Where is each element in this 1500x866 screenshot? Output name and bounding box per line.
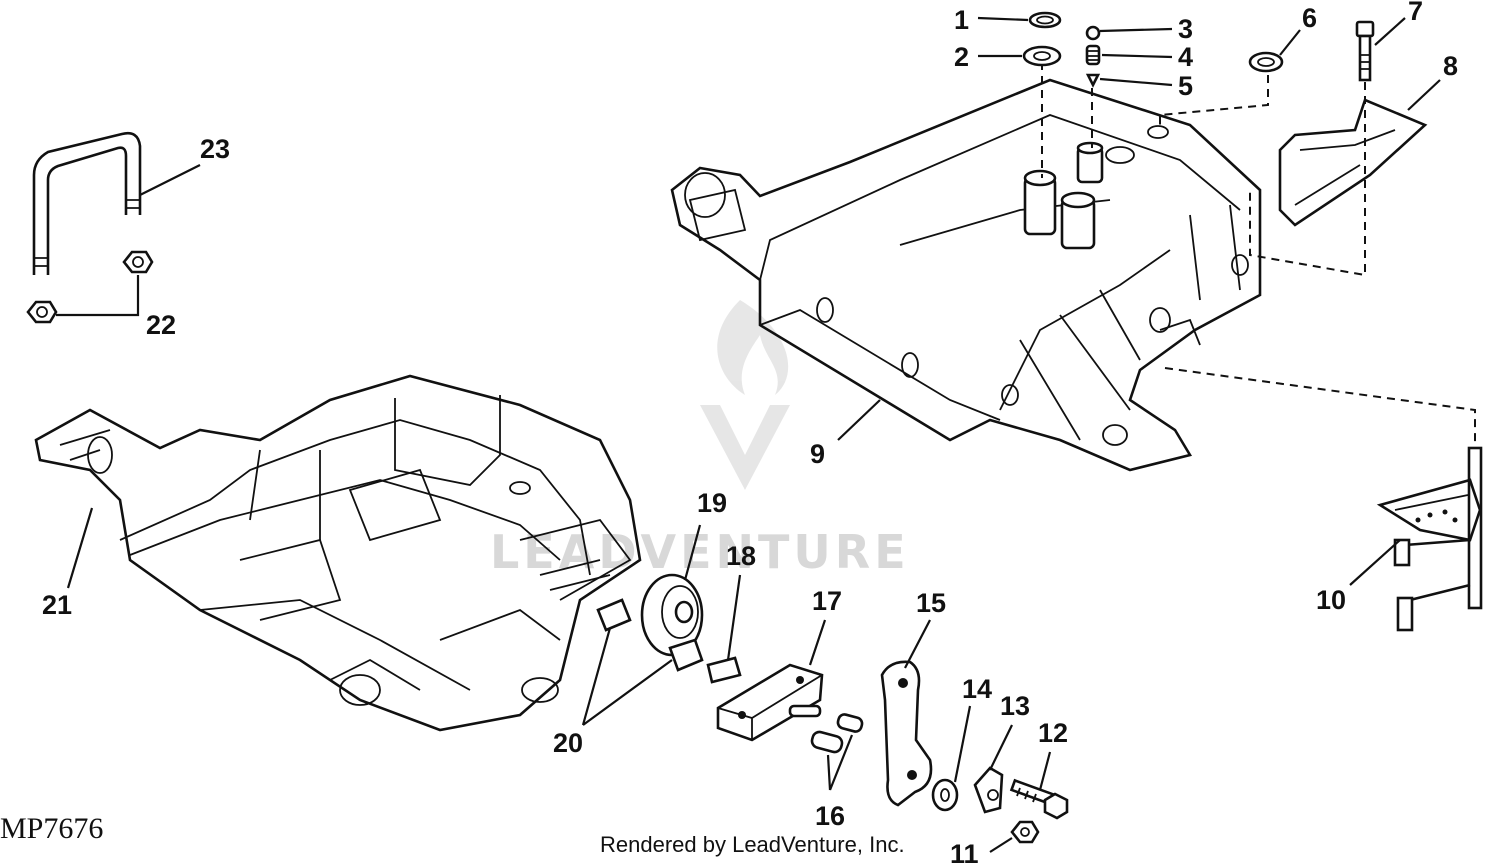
figure-id: MP7676	[0, 812, 103, 845]
part-label-2: 2	[954, 42, 969, 72]
part-23-u-bolt	[32, 131, 142, 275]
part-label-7: 7	[1408, 0, 1423, 26]
leader-lines	[56, 16, 1441, 853]
part-12-bolt	[1009, 778, 1069, 820]
part-18-pad	[706, 656, 742, 684]
part-10-shaft-quadrant	[1376, 446, 1483, 632]
watermark: LEADVENTURE	[490, 300, 906, 579]
part-label-14: 14	[962, 674, 992, 704]
part-label-20: 20	[553, 728, 583, 758]
part-label-15: 15	[916, 588, 946, 618]
part-5-pin	[1085, 73, 1101, 88]
part-21-lower-frame	[34, 374, 642, 732]
part-19-pulley	[640, 573, 704, 657]
part-8-bracket	[1278, 98, 1428, 227]
credit-text: Rendered by LeadVenture, Inc.	[600, 832, 905, 857]
part-22-nut	[26, 250, 154, 324]
part-11-nut	[1010, 820, 1040, 844]
part-label-22: 22	[146, 310, 176, 340]
part-label-5: 5	[1178, 71, 1193, 101]
part-label-11: 11	[950, 839, 979, 866]
part-labels: 1 2 3 4 5 6 7 8 9 10 11 12 13 14 15 16 1…	[42, 0, 1458, 866]
part-4-spring	[1085, 44, 1101, 66]
part-20-gasket	[596, 598, 704, 672]
part-7-bolt	[1355, 20, 1375, 82]
part-15-lever	[880, 660, 933, 807]
part-label-9: 9	[810, 439, 825, 469]
part-2-washer	[1022, 45, 1062, 67]
part-label-10: 10	[1316, 585, 1346, 615]
watermark-logo-icon	[700, 300, 790, 490]
part-17-block	[716, 663, 824, 742]
part-label-19: 19	[697, 488, 727, 518]
part-9-upper-housing	[670, 78, 1262, 472]
part-label-23: 23	[200, 134, 230, 164]
part-16-pin	[810, 713, 864, 754]
part-label-8: 8	[1443, 51, 1458, 81]
assembly-lines	[1041, 62, 1476, 448]
part-label-4: 4	[1178, 42, 1193, 72]
part-label-3: 3	[1178, 14, 1193, 44]
part-6-seal	[1248, 51, 1284, 73]
part-label-1: 1	[954, 5, 969, 35]
part-14-washer	[931, 778, 959, 812]
part-label-18: 18	[726, 541, 756, 571]
part-label-21: 21	[42, 590, 72, 620]
part-13-clip	[973, 766, 1004, 814]
part-label-13: 13	[1000, 691, 1030, 721]
part-label-17: 17	[812, 586, 842, 616]
part-3-ball	[1085, 25, 1101, 41]
part-label-12: 12	[1038, 718, 1068, 748]
part-label-6: 6	[1302, 3, 1317, 33]
part-1-ring	[1028, 11, 1062, 29]
part-label-16: 16	[815, 801, 845, 831]
